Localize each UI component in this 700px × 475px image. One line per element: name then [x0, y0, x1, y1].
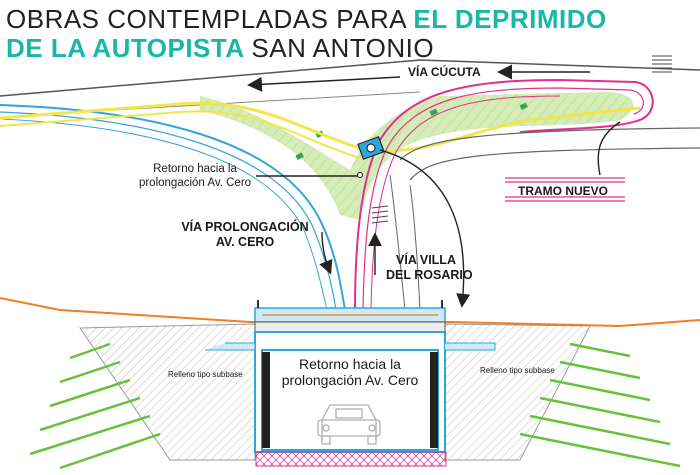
- tramo-nuevo-lines: [505, 177, 625, 202]
- label-via-cucuta: VÍA CÚCUTA: [408, 65, 481, 79]
- title-line-1-dark: OBRAS CONTEMPLADAS PARA: [6, 4, 414, 34]
- direction-arrows: [256, 121, 621, 308]
- green-area: [200, 91, 634, 220]
- label-retorno: Retorno hacia la prolongación Av. Cero: [135, 162, 255, 190]
- car-icon: [317, 404, 381, 445]
- magenta-road: [354, 78, 654, 311]
- green-fill-lines-right: [519, 342, 681, 468]
- title-line-2-dark: SAN ANTONIO: [251, 33, 435, 63]
- title-line-1-highlight: EL DEPRIMIDO: [413, 4, 607, 34]
- label-via-villa-line-2: DEL ROSARIO: [386, 268, 473, 282]
- label-via-prolongacion-line-1: VÍA PROLONGACIÓN: [181, 220, 309, 234]
- label-tunnel-line-2: prolongación Av. Cero: [281, 372, 419, 388]
- title-line-2: DE LA AUTOPISTA SAN ANTONIO: [6, 33, 434, 63]
- label-relleno-left: Relleno tipo subbase: [168, 370, 243, 379]
- tunnel-structure: [205, 300, 496, 467]
- label-via-villa-line-1: VÍA VILLA: [396, 253, 456, 267]
- cross-section-fill: [79, 323, 591, 461]
- title-line-1: OBRAS CONTEMPLADAS PARA EL DEPRIMIDO: [6, 4, 607, 34]
- title-line-2-highlight: DE LA AUTOPISTA: [6, 33, 252, 63]
- green-fill-lines-left: [29, 342, 161, 470]
- label-via-prolongacion-line-2: AV. CERO: [215, 235, 275, 249]
- right-roads: [389, 127, 700, 311]
- crosswalk-mid: [371, 205, 389, 224]
- label-tunnel: Retorno hacia la prolongación Av. Cero: [268, 356, 432, 388]
- label-via-villa: VÍA VILLA DEL ROSARIO: [386, 253, 473, 283]
- label-tunnel-line-1: Retorno hacia la: [299, 356, 401, 372]
- label-retorno-line-1: Retorno hacia la: [153, 163, 237, 175]
- tunnel-marker-icon: [357, 136, 385, 178]
- label-retorno-line-2: prolongación Av. Cero: [138, 177, 252, 189]
- label-via-prolongacion: VÍA PROLONGACIÓN AV. CERO: [180, 220, 310, 250]
- crosswalk-top: [652, 55, 672, 73]
- label-relleno-right: Relleno tipo subbase: [480, 366, 555, 375]
- label-tramo-nuevo: TRAMO NUEVO: [518, 184, 608, 198]
- via-cucuta-arrow: [247, 64, 590, 92]
